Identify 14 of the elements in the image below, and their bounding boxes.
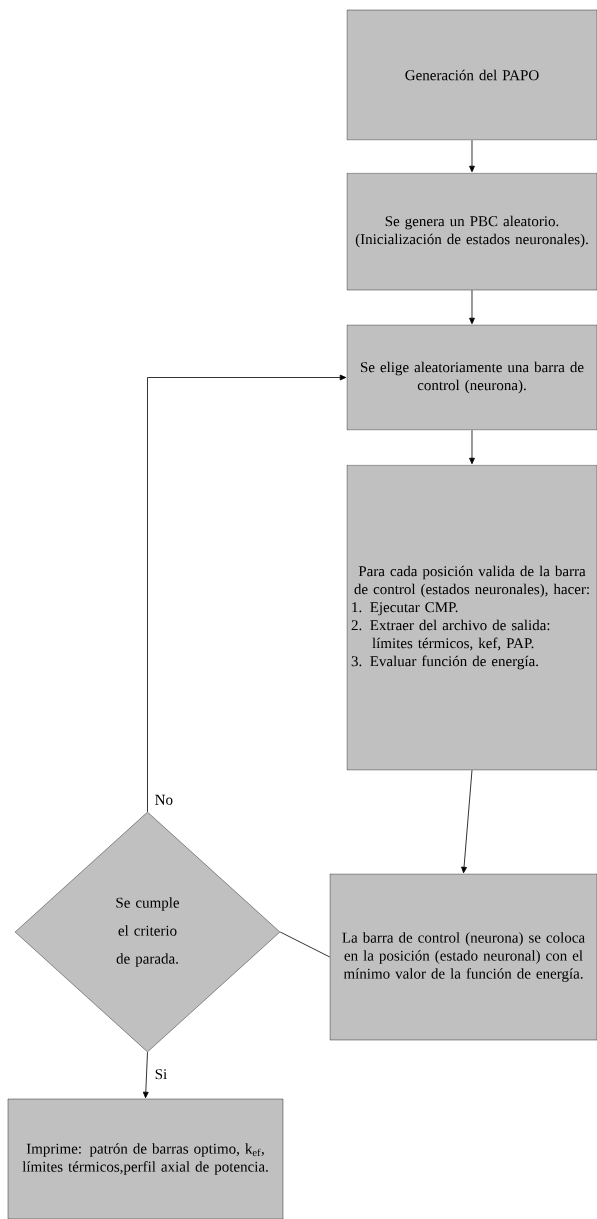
arrow bbox=[142, 1051, 149, 1099]
process-box: La barra de control (neurona) se coloca en la posición (estado neuronal) con el mínimo valor de la función de energía. bbox=[329, 873, 597, 1041]
process-box: Imprime: patrón de barras optimo, k$_{ef}$, límites térmicos,perfil axial de potencia. bbox=[7, 1098, 284, 1219]
process-box: Para cada posición valida de la barra de control (estados neuronales), hacer: 1. Ejecutar CMP. 2. Extraer del archivo de salida: límites térmicos, kef, PAP. 3. Evaluar función de energía. bbox=[346, 464, 597, 771]
arrow bbox=[469, 429, 475, 465]
arrow bbox=[469, 289, 475, 325]
edge-label: Si bbox=[155, 1069, 167, 1080]
process-box: Se elige aleatoriamente una barra de control (neurona). bbox=[346, 324, 597, 431]
arrow bbox=[469, 139, 475, 173]
process-box: Generación del PAPO bbox=[346, 9, 597, 141]
arrow bbox=[147, 374, 347, 813]
arrow bbox=[461, 769, 473, 874]
edge-label: No bbox=[155, 794, 173, 805]
process-box: Se genera un PBC aleatorio. (Inicialización de estados neuronales). bbox=[346, 172, 597, 291]
